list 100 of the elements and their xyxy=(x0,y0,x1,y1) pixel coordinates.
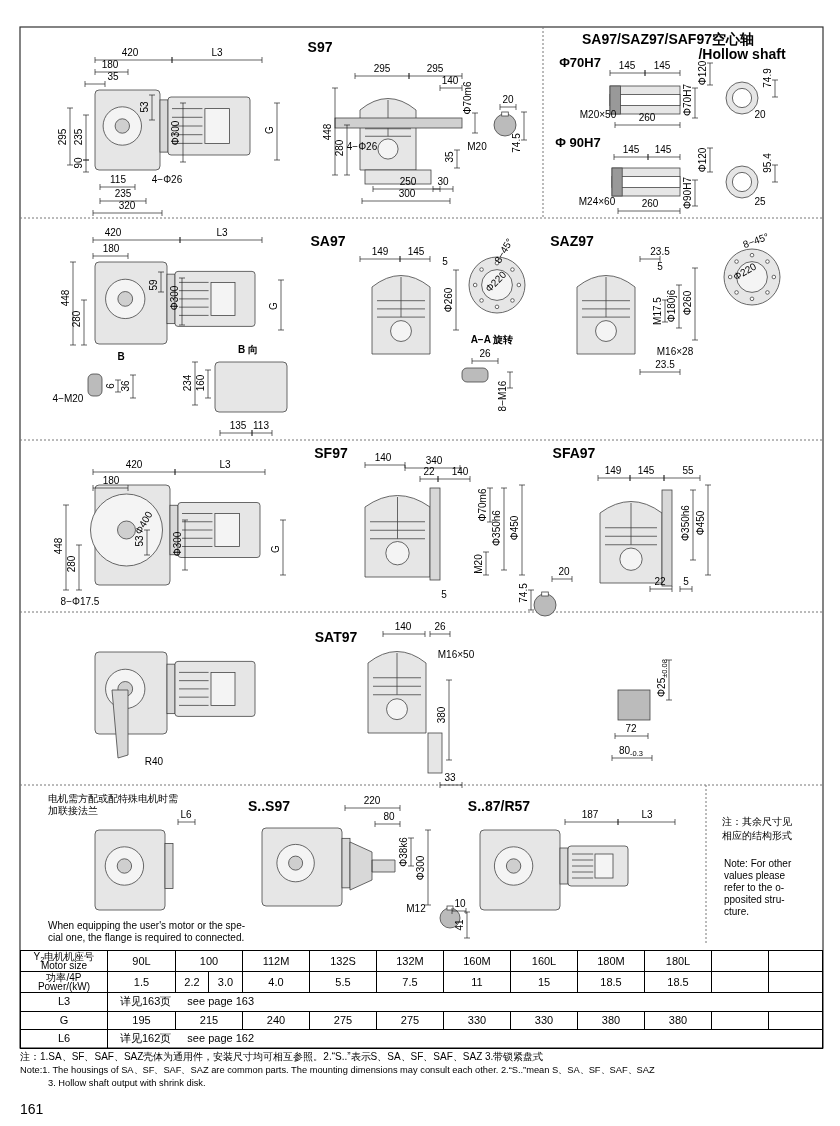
dimension-value: 5 xyxy=(442,257,448,267)
dimension-value: 140 xyxy=(441,76,459,86)
dimension-value: L3 xyxy=(216,228,228,238)
dimension-value: 295 xyxy=(58,128,68,146)
dimension-value: 448 xyxy=(323,123,333,141)
bore-size-heading: Φ 90H7 xyxy=(555,135,601,149)
dimension-value: Φ70m6 xyxy=(463,81,473,115)
dimension-value: 72 xyxy=(625,724,637,734)
table-cell: 1.5 xyxy=(107,971,176,993)
bore-size-heading: Φ70H7 xyxy=(559,55,601,69)
table-cell: 160L xyxy=(510,950,578,972)
table-cell: 5.5 xyxy=(309,971,377,993)
dimension-value: 220 xyxy=(363,796,381,806)
table-cell: 18.5 xyxy=(644,971,712,993)
table-cell: 195 xyxy=(107,1011,176,1030)
dimension-value: 448 xyxy=(61,289,71,307)
dimension-value: M12 xyxy=(406,904,426,914)
dimension-value: 320 xyxy=(118,201,136,211)
note-text: 注：1.SA、SF、SAF、SAZ壳体为通用件，安装尺寸均可相互参照。2.“S..”表示S、SA、SF、SAF、SAZ 3.带锁紧盘式 xyxy=(20,1052,544,1062)
dimension-value: 380 xyxy=(437,706,447,724)
dimension-value: Φ120 xyxy=(698,60,708,86)
dimension-value: 180 xyxy=(101,60,119,70)
dimension-value: 10 xyxy=(454,899,466,909)
note-text: 注：其余尺寸见相应的结构形式 xyxy=(722,815,793,843)
dimension-value: G xyxy=(271,545,281,553)
view-title: SFA97 xyxy=(552,446,596,460)
dimension-value: 5 xyxy=(657,262,663,272)
dimension-value: 55 xyxy=(682,466,694,476)
dimension-value: 250 xyxy=(399,177,417,187)
dimension-value: L3 xyxy=(641,810,653,820)
dimension-value: 26 xyxy=(479,349,491,359)
table-text: 详见162页 xyxy=(120,1032,172,1045)
dimension-value: 115 xyxy=(110,175,126,185)
dimension-value: Φ300 xyxy=(171,120,181,146)
dimension-value: 300 xyxy=(398,189,416,199)
table-cell: 11 xyxy=(443,971,511,993)
dimension-value: L3 xyxy=(211,48,223,58)
table-cell: 330 xyxy=(443,1011,511,1030)
dimension-value: 20 xyxy=(754,110,766,120)
dimension-value: 260 xyxy=(641,199,659,209)
dimension-value: M24×60 xyxy=(578,197,616,207)
dimension-value: 140 xyxy=(394,622,412,632)
table-cell: 240 xyxy=(242,1011,310,1030)
view-label: B 向 xyxy=(238,345,258,355)
view-label: A−A 旋转 xyxy=(470,335,514,345)
view-title: SF97 xyxy=(314,446,348,460)
table-cell: 100 xyxy=(175,950,243,972)
dimension-value: Φ300 xyxy=(416,855,426,881)
dimension-value: Φ450 xyxy=(696,510,706,536)
dimension-value: M16×28 xyxy=(656,347,694,357)
dimension-value: 4−Φ26 xyxy=(151,175,183,185)
table-cell: 15 xyxy=(510,971,578,993)
table-cell: 7.5 xyxy=(376,971,444,993)
dimension-value: 420 xyxy=(125,460,143,470)
note-text: 电机需方配或配特殊电机时需加联接法兰 xyxy=(48,793,178,817)
dimension-value: 53 xyxy=(135,535,145,547)
dimension-value: 22 xyxy=(654,577,666,587)
dimension-value: 145 xyxy=(637,466,655,476)
table-cell: G xyxy=(20,1011,108,1030)
dimension-value: 420 xyxy=(121,48,139,58)
table-cell: 18.5 xyxy=(577,971,645,993)
table-cell: 2.2 xyxy=(175,971,209,993)
table-cell: 功率/4P Power/(kW) xyxy=(20,971,108,993)
dimension-value: 180 xyxy=(102,244,120,254)
dimension-value: 23.5 xyxy=(650,247,670,257)
dimension-value: L6 xyxy=(180,810,192,820)
dimension-value: 74.9 xyxy=(763,68,773,88)
note-text: 3. Hollow shaft output with shrink disk. xyxy=(48,1079,206,1089)
dimension-value: 235 xyxy=(114,189,132,199)
page-number: 161 xyxy=(20,1102,44,1116)
dimension-value: L3 xyxy=(219,460,231,470)
dimension-value: 140 xyxy=(451,467,469,477)
dimension-value: Φ260 xyxy=(683,290,693,316)
dimension-value: 30 xyxy=(437,177,449,187)
view-title: S..S97 xyxy=(248,799,290,813)
dimension-value: Φ220 xyxy=(731,261,759,283)
dimension-value: 295 xyxy=(426,64,444,74)
table-cell: 215 xyxy=(175,1011,243,1030)
dimension-value: 20 xyxy=(558,567,570,577)
dimension-value: 234 xyxy=(183,374,193,392)
table-cell: 180M xyxy=(577,950,645,972)
dimension-value: 90 xyxy=(74,157,84,169)
dimension-value: 8−45° xyxy=(741,231,771,251)
dimension-value: 145 xyxy=(653,61,671,71)
dimension-value: 235 xyxy=(74,128,84,146)
dimension-value: 36 xyxy=(121,380,131,392)
dimension-value: 149 xyxy=(371,247,389,257)
dimension-value: G xyxy=(265,126,275,134)
dimension-value: Φ300 xyxy=(170,285,180,311)
dimension-value: 80$_{-0.3}$ xyxy=(618,746,644,756)
table-cell: 90L xyxy=(107,950,176,972)
dimension-value: 448 xyxy=(54,537,64,555)
dimension-value: 8−Φ17.5 xyxy=(60,597,100,607)
dimension-value: 5 xyxy=(683,577,689,587)
dimension-value: 8−M16 xyxy=(498,380,508,412)
note-text: When equipping the user's motor or the spe- cial one, the flange is required to connected. xyxy=(48,920,247,944)
dimension-value: Φ90H7 xyxy=(683,177,693,209)
dimension-value: 145 xyxy=(618,61,636,71)
dimension-value: 135 xyxy=(229,421,247,431)
table-cell: 275 xyxy=(309,1011,377,1030)
